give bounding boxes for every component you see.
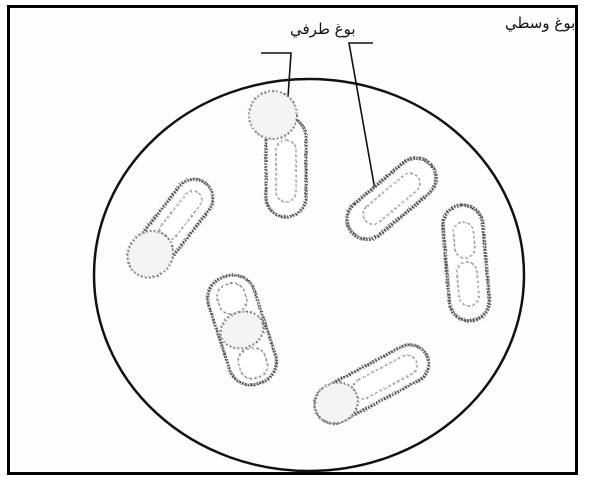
label-central-spore: بوغ وسطي	[505, 14, 575, 33]
central-spore-pointer	[349, 43, 375, 190]
label-terminal-spore: بوغ طرفي	[290, 20, 356, 39]
bacterium-center-segmented	[202, 269, 282, 390]
bacterium-left-spore	[118, 170, 223, 287]
bacterium-bottom-spore	[308, 337, 436, 431]
bacterium-terminal-spore	[249, 91, 306, 217]
terminal-spore-pointer	[261, 53, 291, 97]
bacterium-central-spore-diagonal	[339, 150, 444, 247]
bacterium-right-vertical	[441, 203, 491, 322]
